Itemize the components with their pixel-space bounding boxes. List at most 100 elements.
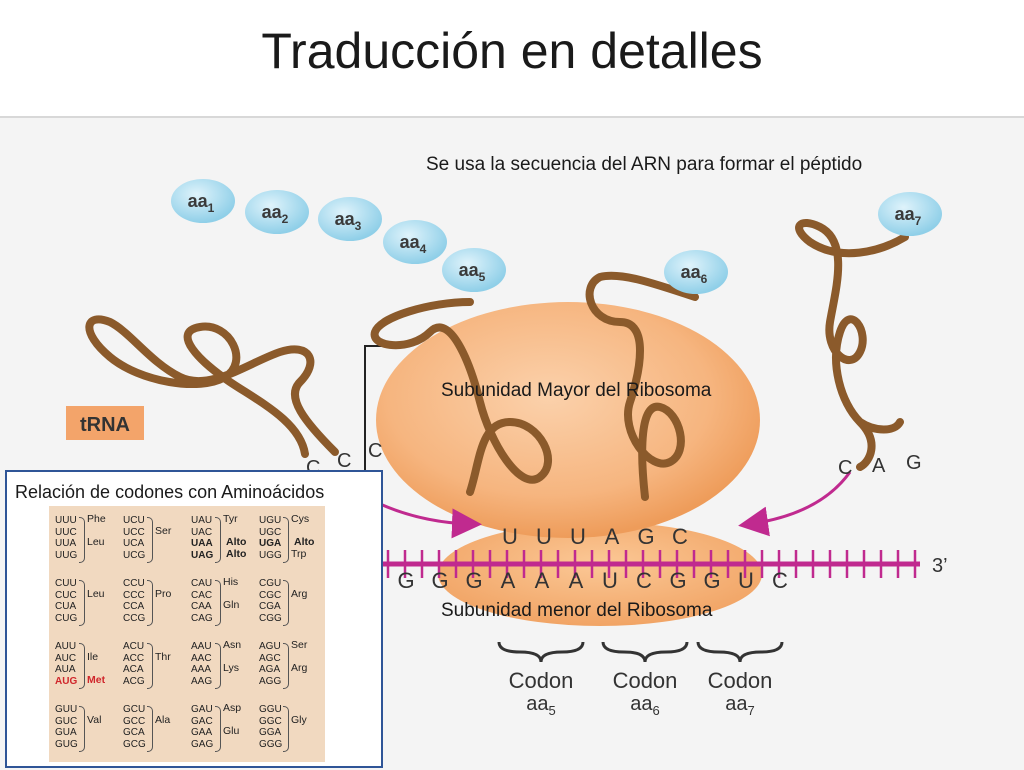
codon-triplet: UUU (55, 515, 77, 526)
codon-triplet: CCA (123, 601, 145, 612)
mrna-base: A (501, 568, 516, 593)
mrna-3-prime-label: 3’ (932, 555, 948, 577)
amino-acid-name: Trp (291, 547, 307, 560)
codon-word: Codon (509, 668, 574, 693)
codon-triplet: UGG (259, 549, 282, 561)
trna-a6 (585, 271, 699, 501)
amino-acid-4: aa4 (383, 220, 447, 264)
codon-base: U (502, 524, 518, 549)
mrna-base: G (397, 568, 414, 593)
amino-acid-name: Gln (223, 599, 240, 611)
codon-triplet: UCG (123, 549, 146, 561)
codon-triplet: UCC (123, 526, 145, 538)
codon-triplet: AGG (259, 675, 282, 687)
trna-left (85, 315, 339, 458)
trna-molecules (85, 219, 909, 501)
codon-aa-label: aa7 (725, 693, 754, 718)
amino-acid-name: Alto (226, 547, 247, 560)
codon-triplet: CGU (259, 578, 282, 589)
amino-acid-label: aa5 (459, 260, 486, 284)
amino-acid-name: Met (87, 673, 106, 686)
codon-cell-brace (79, 643, 85, 689)
codon-base: A (605, 524, 620, 549)
mrna-base: U (738, 568, 754, 593)
codon-aa-label: aa5 (526, 693, 555, 718)
codon-triplet: UAC (191, 526, 213, 538)
codon-triplet: GCC (123, 715, 146, 727)
codon-triplet: GGU (259, 704, 282, 715)
amino-acid-name: Leu (87, 587, 105, 600)
anticodon-base: G (906, 452, 922, 474)
codon-triplet: UGU (259, 515, 282, 526)
codon-triplet: GGA (259, 727, 282, 738)
amino-acid-6: aa6 (664, 250, 728, 294)
codon-triplet: GCG (123, 738, 146, 750)
codon-triplet: GUG (55, 738, 78, 750)
codon-cell-brace (147, 643, 153, 689)
codon-cell-brace (283, 643, 289, 689)
anticodon-base: C (337, 450, 351, 472)
mrna-strand: 3’ (380, 550, 948, 578)
codon-triplet: GUA (55, 727, 77, 738)
amino-acid-name: Arg (291, 662, 308, 674)
amino-acid-name: Leu (87, 536, 105, 548)
mrna-base: C (772, 568, 788, 593)
amino-acid-name: Val (87, 713, 102, 726)
codon-table-title: Relación de codones con Aminoácidos (15, 482, 325, 502)
amino-acid-name: Arg (291, 587, 308, 600)
amino-acid-name: Gly (291, 713, 307, 726)
large-subunit-label: Subunidad Mayor del Ribosoma (441, 380, 712, 401)
anticodon-base: C (838, 457, 852, 479)
codon-cell-brace (147, 517, 153, 563)
codon-cell-brace (215, 580, 221, 626)
codon-triplet: CUU (55, 578, 77, 589)
codon-triplet: AUU (55, 641, 77, 652)
bracket-line (364, 345, 385, 472)
codon-cell-brace (79, 580, 85, 626)
codon-triplet: CGA (259, 601, 281, 612)
amino-acid-name: Ser (155, 524, 172, 537)
mrna-base: G (703, 568, 720, 593)
codon-triplet: GCU (123, 704, 146, 715)
codon-triplet: CCG (123, 612, 146, 624)
codon-triplet: AUG (55, 675, 78, 687)
codon-triplet: GAU (191, 704, 213, 715)
codon-triplet: GUU (55, 704, 78, 715)
amino-acid-name: Asp (223, 702, 242, 714)
codon-triplet: CCC (123, 589, 145, 601)
codon-triplet: UUA (55, 538, 77, 549)
codon-triplet: AUC (55, 652, 77, 664)
amino-acid-name: Asn (223, 639, 242, 651)
codon-brace (497, 641, 585, 663)
caption-top: Se usa la secuencia del ARN para formar … (426, 154, 863, 175)
trna-a5 (370, 298, 552, 496)
amino-acid-name: His (223, 576, 239, 588)
small-subunit-label: Subunidad menor del Ribosoma (441, 600, 713, 621)
codon-base: C (672, 524, 688, 549)
codon-triplet: ACU (123, 641, 145, 652)
codon-triplet: CCU (123, 578, 145, 589)
trna-entry-arrow-right (738, 471, 852, 537)
codon-triplet: CUG (55, 612, 78, 624)
codon-base: G (637, 524, 654, 549)
amino-acid-2: aa2 (245, 190, 309, 234)
codon-cell-brace (283, 580, 289, 626)
amino-acid-label: aa2 (262, 202, 289, 226)
amino-acid-3: aa3 (318, 197, 382, 241)
